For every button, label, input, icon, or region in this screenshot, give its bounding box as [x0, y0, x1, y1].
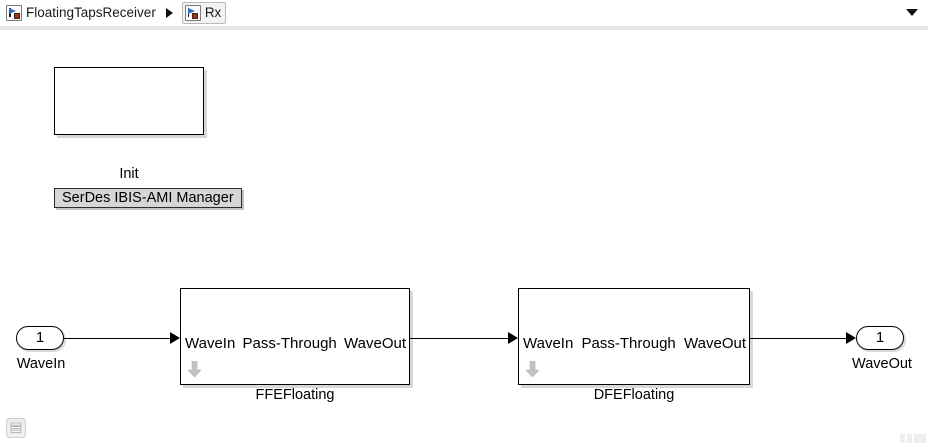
status-bar — [0, 412, 928, 444]
ffe-floating-block[interactable]: WaveIn Pass-Through WaveOut — [180, 288, 410, 385]
chevron-right-icon — [165, 8, 173, 18]
breadcrumb-bar: FloatingTapsReceiver Rx — [0, 0, 928, 30]
simulink-subsystem-icon — [184, 5, 201, 21]
outport-label: WaveOut — [852, 356, 912, 372]
breadcrumb-item-rx[interactable]: Rx — [181, 2, 227, 24]
down-arrow-icon — [188, 361, 201, 377]
signal-line-inport-to-ffe[interactable] — [64, 338, 172, 339]
breadcrumb-item-label: FloatingTapsReceiver — [26, 5, 156, 20]
dfe-floating-block-label: DFEFloating — [593, 387, 675, 403]
breadcrumb-item-label: Rx — [204, 5, 222, 20]
layers-icon[interactable] — [6, 418, 26, 438]
resize-grip-icon[interactable] — [900, 433, 926, 443]
init-block-label: Init — [119, 166, 139, 182]
ffe-input-port-label: WaveIn — [185, 335, 236, 352]
init-block[interactable] — [54, 67, 204, 135]
signal-arrow-icon — [846, 332, 856, 344]
inport-label: WaveIn — [16, 356, 66, 372]
chevron-down-icon[interactable] — [906, 9, 918, 16]
down-arrow-icon — [526, 361, 539, 377]
breadcrumb-item-floatingtapsreceiver[interactable]: FloatingTapsReceiver — [2, 2, 158, 24]
signal-line-ffe-to-dfe[interactable] — [410, 338, 510, 339]
simulink-model-icon — [6, 5, 22, 21]
inport-block[interactable]: 1 — [16, 326, 64, 350]
signal-arrow-icon — [170, 332, 180, 344]
ffe-floating-block-label: FFEFloating — [255, 387, 335, 403]
signal-line-dfe-to-outport[interactable] — [750, 338, 848, 339]
serdes-ibis-ami-manager-button[interactable]: SerDes IBIS-AMI Manager — [54, 188, 242, 208]
model-canvas[interactable]: Init SerDes IBIS-AMI Manager 1 WaveIn Wa… — [0, 31, 928, 412]
ffe-mode-label: Pass-Through — [242, 335, 337, 352]
dfe-mode-label: Pass-Through — [581, 335, 676, 352]
outport-block[interactable]: 1 — [856, 326, 904, 350]
dfe-output-port-label: WaveOut — [684, 335, 746, 352]
dfe-floating-block[interactable]: WaveIn Pass-Through WaveOut — [518, 288, 750, 385]
dfe-input-port-label: WaveIn — [523, 335, 574, 352]
ffe-output-port-label: WaveOut — [344, 335, 406, 352]
signal-arrow-icon — [508, 332, 518, 344]
